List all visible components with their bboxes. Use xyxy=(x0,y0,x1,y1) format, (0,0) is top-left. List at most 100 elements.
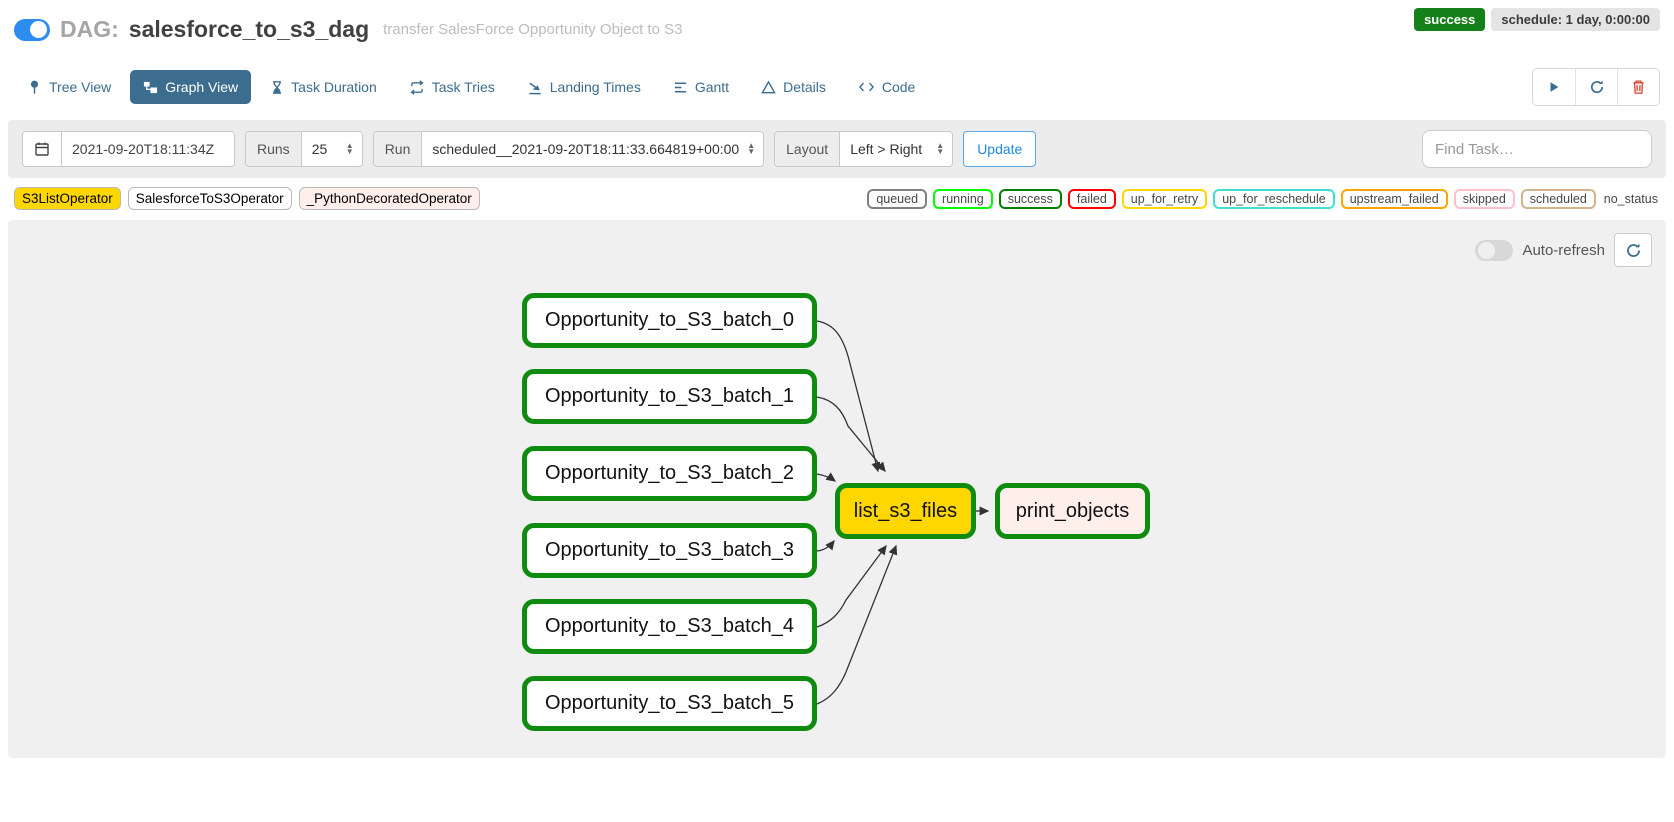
layout-select[interactable]: Left > Right ▲▼ xyxy=(840,132,953,166)
edge-b1-to-list xyxy=(816,396,886,473)
status-badge-queued[interactable]: queued xyxy=(867,188,928,209)
legend-row: S3ListOperator SalesforceToS3Operator _Pyt… xyxy=(0,178,1674,220)
status-badge-skipped[interactable]: skipped xyxy=(1453,188,1515,209)
calendar-icon xyxy=(35,142,49,156)
view-tabs: Tree View Graph View Task Duration Task Tri… xyxy=(14,70,928,104)
refresh-icon xyxy=(1626,243,1640,257)
tab-label: Task Duration xyxy=(291,79,377,95)
task-node-Opportunity_to_S3_batch_4[interactable]: Opportunity_to_S3_batch_4 xyxy=(522,599,817,654)
status-badge-success[interactable]: success xyxy=(998,188,1062,209)
tab-label: Gantt xyxy=(694,79,730,95)
tab-label: Landing Times xyxy=(549,79,641,95)
refresh-icon xyxy=(1589,79,1605,95)
edge-b0-to-list xyxy=(816,320,881,473)
status-badge-failed[interactable]: failed xyxy=(1067,188,1116,209)
task-node-list_s3_files[interactable]: list_s3_files xyxy=(835,483,976,539)
auto-refresh-toggle[interactable] xyxy=(1475,239,1514,261)
auto-refresh-control: Auto-refresh xyxy=(1475,233,1652,267)
trash-icon xyxy=(1631,79,1646,95)
layout-select-value: Left > Right xyxy=(850,141,923,157)
operator-badge-_pythondecoratedoperator: _PythonDecoratedOperator xyxy=(298,187,480,210)
stepper-icon: ▲▼ xyxy=(936,140,945,156)
tab-label: Tree View xyxy=(49,79,112,95)
stepper-icon: ▲▼ xyxy=(747,140,756,156)
status-badge-running[interactable]: running xyxy=(933,188,993,209)
dag-header: DAG: salesforce_to_s3_dag transfer Sales… xyxy=(0,0,1674,58)
status-badge-scheduled[interactable]: scheduled xyxy=(1520,188,1596,209)
runs-label: Runs xyxy=(246,132,302,166)
tab-label: Details xyxy=(783,79,826,95)
tree-icon xyxy=(27,80,42,95)
tab-code[interactable]: Code xyxy=(845,70,928,104)
tab-tree-view[interactable]: Tree View xyxy=(14,70,124,104)
tab-task-duration[interactable]: Task Duration xyxy=(257,70,390,104)
dag-prefix-label: DAG: xyxy=(60,16,119,42)
dag-edges xyxy=(816,320,990,705)
run-label: Run xyxy=(373,132,423,166)
edge-b5-to-list xyxy=(816,544,898,705)
edge-b4-to-list xyxy=(816,544,887,628)
task-node-Opportunity_to_S3_batch_0[interactable]: Opportunity_to_S3_batch_0 xyxy=(522,293,817,348)
tab-label: Task Tries xyxy=(431,79,495,95)
dag-schedule-badge: schedule: 1 day, 0:00:00 xyxy=(1491,8,1660,31)
graph-toolbar: Runs 25 ▲▼ Run scheduled__2021-09-20T18:… xyxy=(8,120,1666,178)
operator-legend: S3ListOperator SalesforceToS3Operator _Pyt… xyxy=(14,187,480,210)
toggle-knob xyxy=(1477,241,1495,259)
tab-gantt[interactable]: Gantt xyxy=(660,70,742,104)
status-badge-upstream_failed[interactable]: upstream_failed xyxy=(1340,188,1448,209)
runs-group: Runs 25 ▲▼ xyxy=(245,131,363,167)
dag-status-badge: success xyxy=(1414,8,1486,31)
runs-select-value: 25 xyxy=(311,141,328,157)
update-button[interactable]: Update xyxy=(963,131,1037,167)
graph-icon xyxy=(143,80,158,95)
layout-group: Layout Left > Right ▲▼ xyxy=(774,131,954,167)
run-group: Run scheduled__2021-09-20T18:11:33.66481… xyxy=(372,131,765,167)
runs-select[interactable]: 25 ▲▼ xyxy=(301,132,362,166)
task-node-Opportunity_to_S3_batch_1[interactable]: Opportunity_to_S3_batch_1 xyxy=(522,369,817,424)
play-icon xyxy=(1547,80,1561,94)
tab-label: Code xyxy=(881,79,916,95)
dag-pause-toggle[interactable] xyxy=(14,18,50,41)
task-node-Opportunity_to_S3_batch_5[interactable]: Opportunity_to_S3_batch_5 xyxy=(522,676,817,731)
run-select[interactable]: scheduled__2021-09-20T18:11:33.664819+00… xyxy=(422,132,764,166)
tries-icon xyxy=(409,79,425,95)
delete-dag-button[interactable] xyxy=(1617,69,1659,105)
layout-label: Layout xyxy=(775,132,841,166)
tab-task-tries[interactable]: Task Tries xyxy=(396,70,508,104)
gantt-icon xyxy=(673,80,688,95)
operator-badge-s3listoperator: S3ListOperator xyxy=(14,187,121,210)
find-task-input[interactable] xyxy=(1422,130,1652,168)
task-node-Opportunity_to_S3_batch_3[interactable]: Opportunity_to_S3_batch_3 xyxy=(522,523,817,578)
status-badge-up_for_reschedule[interactable]: up_for_reschedule xyxy=(1213,188,1335,209)
status-badge-no_status[interactable]: no_status xyxy=(1603,191,1658,206)
execution-date-input[interactable] xyxy=(62,132,234,166)
auto-refresh-label: Auto-refresh xyxy=(1522,241,1605,259)
view-tabs-row: Tree View Graph View Task Duration Task Tri… xyxy=(0,58,1674,120)
task-node-print_objects[interactable]: print_objects xyxy=(995,483,1150,539)
details-icon xyxy=(761,79,776,95)
tab-details[interactable]: Details xyxy=(748,70,839,104)
operator-badge-salesforcetos3operator: SalesforceToS3Operator xyxy=(127,187,292,210)
calendar-button[interactable] xyxy=(23,132,62,166)
tab-graph-view[interactable]: Graph View xyxy=(130,70,252,104)
edge-b2-to-list xyxy=(816,472,837,482)
dag-action-buttons xyxy=(1532,68,1660,106)
run-select-value: scheduled__2021-09-20T18:11:33.664819+00… xyxy=(432,141,740,157)
landing-icon xyxy=(527,80,543,95)
status-badge-up_for_retry[interactable]: up_for_retry xyxy=(1121,188,1208,209)
graph-refresh-button[interactable] xyxy=(1614,233,1652,267)
toggle-knob xyxy=(30,21,47,38)
tab-label: Graph View xyxy=(165,79,239,95)
task-node-Opportunity_to_S3_batch_2[interactable]: Opportunity_to_S3_batch_2 xyxy=(522,446,817,501)
dag-description: transfer SalesForce Opportunity Object t… xyxy=(383,21,683,38)
code-icon xyxy=(858,80,875,94)
refresh-dag-button[interactable] xyxy=(1575,69,1617,105)
tab-landing-times[interactable]: Landing Times xyxy=(514,70,654,104)
edge-b3-to-list xyxy=(816,539,835,552)
execution-date-group xyxy=(22,131,235,167)
trigger-dag-button[interactable] xyxy=(1533,69,1575,105)
dag-title: salesforce_to_s3_dag xyxy=(128,16,370,42)
duration-icon xyxy=(270,80,284,95)
